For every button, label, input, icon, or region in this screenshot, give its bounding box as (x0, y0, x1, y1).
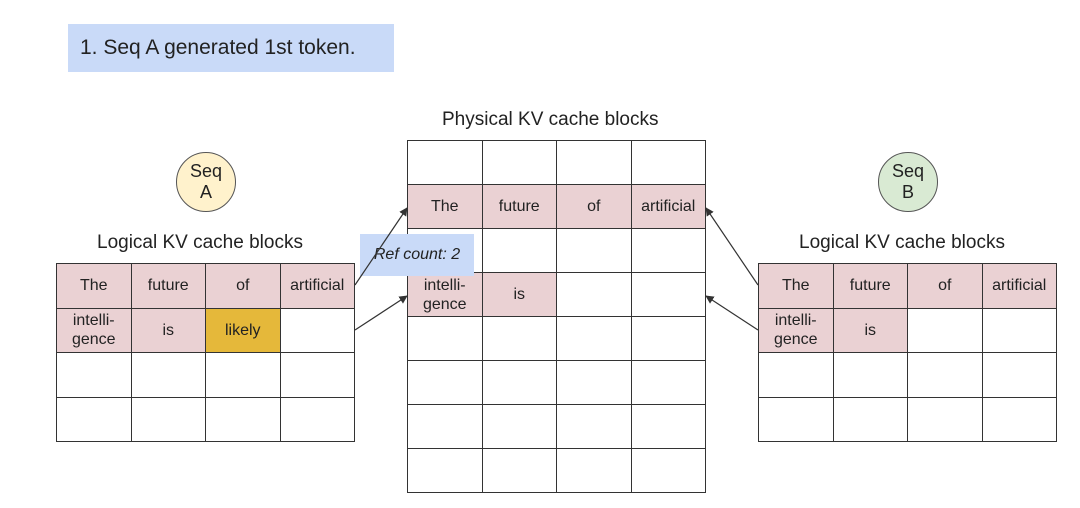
physical-cell: The (408, 185, 483, 229)
physical-cell (557, 317, 632, 361)
seq-b-logical-title: Logical KV cache blocks (799, 232, 1005, 253)
seq-b-cell (908, 308, 983, 353)
seq-b-cell (833, 397, 908, 442)
physical-cell (557, 273, 632, 317)
seq-b-cell: is (833, 308, 908, 353)
physical-cell (482, 361, 557, 405)
seq-b-badge: Seq B (878, 152, 938, 212)
physical-cell (631, 141, 706, 185)
physical-cell (557, 229, 632, 273)
seq-a-cell: artificial (280, 264, 355, 309)
seq-b-badge-line2: B (901, 182, 914, 202)
physical-cell (631, 317, 706, 361)
physical-cell (631, 405, 706, 449)
physical-cell: of (557, 185, 632, 229)
seq-b-badge-line1: Seq (891, 161, 925, 181)
physical-blocks-title: Physical KV cache blocks (442, 109, 659, 130)
physical-cell (482, 449, 557, 493)
seq-b-cell (759, 353, 834, 398)
step-banner: 1. Seq A generated 1st token. (68, 24, 394, 72)
physical-cell (557, 361, 632, 405)
seq-b-cell (982, 308, 1057, 353)
seq-b-cell: intelli- gence (759, 308, 834, 353)
physical-cell: is (482, 273, 557, 317)
physical-cell: intelli- gence (408, 273, 483, 317)
physical-cell (482, 141, 557, 185)
seq-a-cell (57, 353, 132, 398)
physical-cell (482, 317, 557, 361)
seq-a-cell (206, 353, 281, 398)
seq-a-cell: future (131, 264, 206, 309)
physical-cell (482, 229, 557, 273)
seq-a-badge-line2: A (199, 182, 212, 202)
physical-cell (557, 405, 632, 449)
seq-a-cell (280, 308, 355, 353)
physical-cell (408, 361, 483, 405)
seq-b-cell (908, 397, 983, 442)
seq-b-cell: The (759, 264, 834, 309)
physical-cell (557, 449, 632, 493)
seq-b-cell (982, 397, 1057, 442)
seq-b-cell: future (833, 264, 908, 309)
seq-a-cell: The (57, 264, 132, 309)
seq-b-cell (982, 353, 1057, 398)
physical-cell (408, 141, 483, 185)
seq-a-logical-title: Logical KV cache blocks (97, 232, 303, 253)
physical-cell: artificial (631, 185, 706, 229)
seq-a-cell (280, 353, 355, 398)
physical-cell (631, 229, 706, 273)
seq-a-cell: of (206, 264, 281, 309)
seq-b-cell (833, 353, 908, 398)
physical-cell (631, 273, 706, 317)
seq-a-badge: Seq A (176, 152, 236, 212)
seq-a-cell: likely (206, 308, 281, 353)
physical-cell (408, 449, 483, 493)
seq-a-cell: intelli- gence (57, 308, 132, 353)
physical-cell (408, 405, 483, 449)
ref-count-label: Ref count: 2 (360, 234, 474, 276)
seq-b-cell: artificial (982, 264, 1057, 309)
physical-cell (557, 141, 632, 185)
seq-b-cell (908, 353, 983, 398)
seq-a-cell: is (131, 308, 206, 353)
physical-cell (482, 405, 557, 449)
arrow-a-row2 (354, 295, 408, 331)
seq-a-cell (280, 397, 355, 442)
physical-cell (631, 449, 706, 493)
seq-a-cell (131, 397, 206, 442)
seq-a-cell (57, 397, 132, 442)
seq-b-cell (759, 397, 834, 442)
physical-cell (408, 317, 483, 361)
arrow-b-row1 (705, 207, 759, 286)
physical-cell: future (482, 185, 557, 229)
arrow-b-row2 (705, 295, 759, 331)
seq-a-cell (131, 353, 206, 398)
seq-a-cell (206, 397, 281, 442)
seq-a-badge-line1: Seq (189, 161, 223, 181)
physical-cell (631, 361, 706, 405)
seq-b-cell: of (908, 264, 983, 309)
